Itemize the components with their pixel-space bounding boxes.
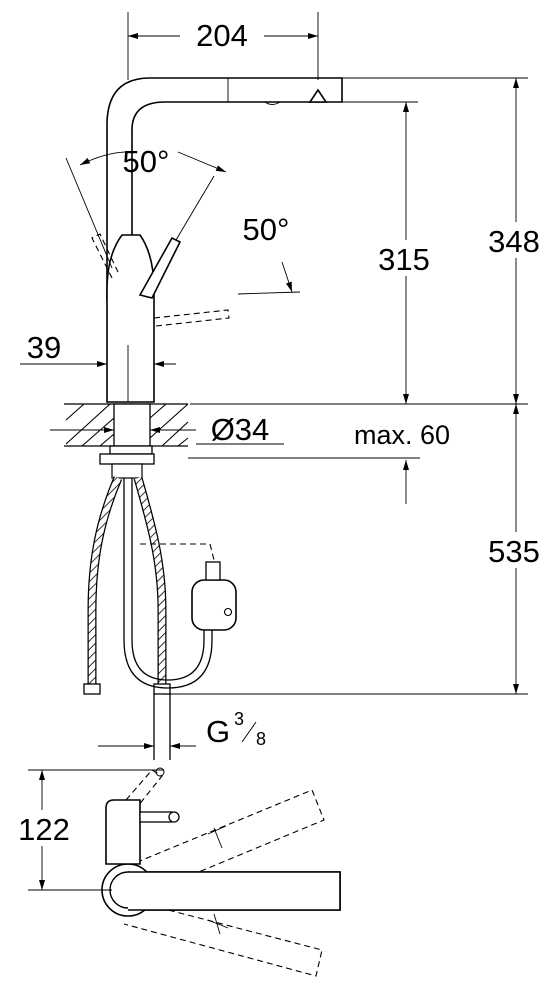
dimension-50-left: 50°	[65, 144, 227, 269]
dimension-34: Ø34	[50, 412, 284, 447]
spray-head-nozzle	[308, 88, 328, 103]
dim-thread-den: 8	[256, 729, 266, 749]
dimension-122: 122	[4, 769, 164, 891]
dim-below-counter: 535	[488, 534, 540, 569]
dimension-535: 535	[170, 404, 552, 695]
faucet-top-view	[101, 767, 341, 977]
dim-hole-diameter: Ø34	[211, 412, 270, 447]
dim-angle-right: 50°	[243, 212, 290, 247]
countertop-section	[64, 403, 189, 447]
faucet-body	[106, 234, 155, 403]
dim-spout-height: 315	[378, 242, 430, 277]
dim-angle-left: 50°	[123, 144, 170, 179]
dimension-348: 348	[190, 77, 552, 405]
dimension-50-right: 50°	[175, 175, 301, 295]
dim-thread: G	[206, 714, 230, 749]
lever-position-left	[91, 233, 119, 279]
dim-swivel-offset: 122	[18, 812, 70, 847]
dim-base-width: 39	[27, 330, 61, 365]
mounting-nut	[109, 445, 153, 455]
dim-thread-num: 3	[234, 709, 244, 729]
pullout-hose	[123, 478, 213, 689]
under-counter-assembly	[83, 445, 237, 760]
hose-weight	[191, 579, 237, 631]
dimension-315: 315	[330, 101, 440, 404]
lever-handle	[138, 236, 182, 299]
dim-spout-reach: 204	[196, 18, 248, 53]
dimension-max60: max. 60	[188, 420, 450, 504]
dimension-thread: G 3 8	[98, 709, 266, 749]
swing-position-down	[123, 899, 323, 977]
handle-top	[105, 799, 141, 865]
dim-max-thickness: max. 60	[354, 420, 450, 450]
dim-height-total: 348	[488, 224, 540, 259]
faucet-side-view	[91, 77, 343, 403]
dimension-204: 204	[127, 12, 319, 80]
spray-head-button	[264, 101, 281, 105]
lever-position-right	[153, 309, 230, 327]
mounting-plate	[99, 453, 155, 465]
dimension-39: 39	[20, 330, 176, 367]
